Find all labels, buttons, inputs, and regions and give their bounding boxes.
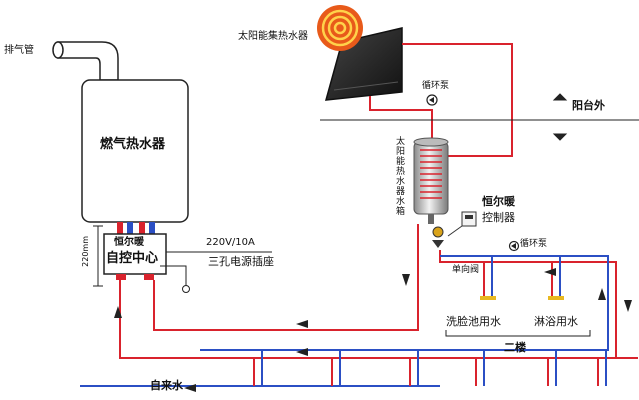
label-gas-heater: 燃气热水器	[100, 137, 166, 152]
label-brand-controller-2: 控制器	[482, 211, 515, 224]
cold-supply-pipe	[80, 255, 609, 387]
floor-two-bracket	[445, 330, 591, 337]
label-pump-top: 循环泵	[422, 81, 450, 91]
pump-bottom-symbol	[508, 240, 520, 252]
floor-two-branches	[480, 256, 564, 300]
gas-heater-body	[81, 79, 189, 223]
label-solar-tank: 太阳能热水器水箱	[394, 136, 404, 216]
flow-arrows	[114, 268, 632, 392]
sun-icon	[317, 5, 363, 51]
pump-top-symbol	[426, 94, 438, 106]
valve-cluster	[432, 225, 463, 248]
label-power-spec: 220V/10A	[206, 237, 255, 248]
label-pump-bottom: 循环泵	[520, 239, 548, 249]
label-wash-basin: 洗脸池用水	[446, 315, 501, 328]
dimension-line	[93, 225, 103, 287]
label-dim-height: 220mm	[81, 236, 90, 267]
label-shower: 淋浴用水	[534, 315, 578, 328]
label-second-floor: 二楼	[504, 341, 526, 354]
solar-loop-pipe	[369, 43, 513, 157]
control-box	[103, 233, 167, 275]
label-control-box-1: 恒尔暖	[114, 237, 144, 248]
heater-outlets	[117, 222, 155, 234]
power-cable	[160, 251, 272, 293]
label-power-socket: 三孔电源插座	[208, 255, 274, 268]
label-control-box-2: 自控中心	[106, 251, 159, 266]
label-balcony-outside: 阳台外	[572, 99, 605, 112]
solar-tank	[413, 137, 449, 224]
exhaust-pipe	[52, 41, 119, 81]
label-solar-collector: 太阳能集热水器	[238, 31, 308, 42]
label-exhaust-pipe: 排气管	[4, 45, 34, 56]
ground-floor-branches	[253, 350, 607, 386]
control-box-ports	[116, 274, 154, 280]
label-check-valve: 单向阀	[452, 265, 480, 275]
balcony-wall	[320, 93, 639, 141]
controller-icon	[461, 211, 477, 227]
label-tap-water: 自来水	[150, 379, 183, 392]
label-brand-controller-1: 恒尔暖	[482, 195, 515, 208]
